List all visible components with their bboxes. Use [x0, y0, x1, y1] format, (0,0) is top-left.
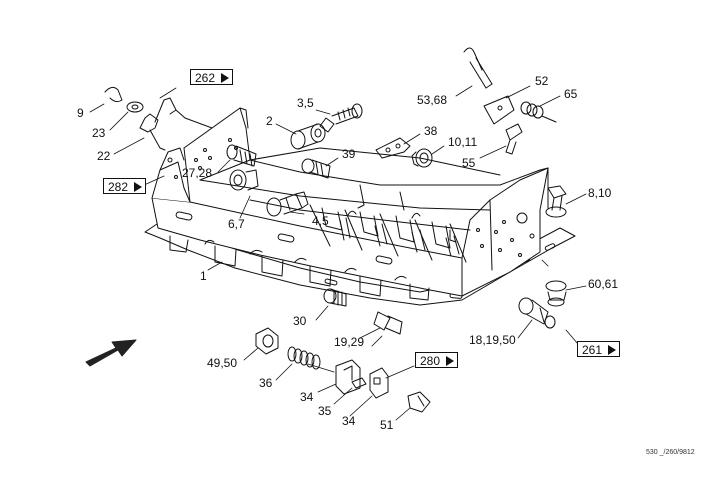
main-frame: [144, 107, 576, 306]
part-6-7-nut: [229, 169, 259, 191]
page-ref-262[interactable]: 262: [190, 69, 233, 85]
part-35-insert: [351, 377, 367, 389]
page-ref-280[interactable]: 280: [415, 352, 458, 368]
direction-arrow: [85, 339, 137, 367]
label-39: 39: [342, 147, 356, 161]
part-65-spring: [520, 101, 557, 123]
label-53-68: 53,68: [417, 93, 448, 107]
label-34-right: 34: [342, 414, 356, 428]
label-55: 55: [462, 156, 476, 170]
page-ref-282[interactable]: 282: [103, 178, 146, 194]
label-23: 23: [92, 126, 106, 140]
label-6-7: 6,7: [228, 217, 245, 231]
part-55-clip: [505, 123, 523, 155]
part-27-28-fitting: [226, 144, 257, 167]
ref-arrow-icon: [608, 345, 616, 355]
drawing-code: 530 _/260/9812: [646, 449, 695, 456]
ref-arrow-icon: [134, 182, 142, 192]
label-1: 1: [200, 269, 207, 283]
leader-lines: [89, 85, 587, 421]
ref-arrow-icon: [221, 73, 229, 83]
label-22: 22: [97, 149, 111, 163]
label-52: 52: [535, 74, 549, 88]
label-30: 30: [293, 314, 307, 328]
label-65: 65: [564, 87, 578, 101]
label-18-19-50: 18,19,50: [469, 333, 516, 347]
label-38: 38: [424, 124, 438, 138]
label-27-28: 27,28: [182, 166, 213, 180]
part-2-bushing: [290, 123, 326, 150]
label-2: 2: [266, 114, 273, 128]
ref-arrow-icon: [446, 356, 454, 366]
part-19-29-bolt: [373, 311, 403, 335]
part-3-5-bolt: [319, 103, 363, 133]
label-8-10: 8,10: [588, 186, 612, 200]
label-4-5: 4,5: [312, 214, 329, 228]
label-36: 36: [259, 376, 273, 390]
page-ref-261[interactable]: 261: [577, 341, 620, 357]
label-19-29: 19,29: [334, 335, 365, 349]
label-60-61: 60,61: [588, 277, 619, 291]
label-10-11: 10,11: [448, 135, 478, 149]
part-38-bracket: [375, 137, 411, 159]
part-52-bracket: [483, 95, 515, 125]
label-51: 51: [380, 418, 394, 432]
part-lever-assembly: [104, 86, 213, 151]
label-3-5: 3,5: [297, 96, 314, 110]
part-4-5-bolt: [266, 191, 309, 217]
part-8-10-bolt: [545, 185, 567, 218]
part-39-fitting: [301, 158, 331, 179]
part-34-block-left: [335, 359, 361, 395]
part-49-50-nut: [255, 327, 279, 355]
label-34-left: 34: [300, 390, 314, 404]
part-30-stud: [323, 288, 347, 307]
part-10-11-nut: [411, 148, 433, 168]
label-35: 35: [318, 404, 332, 418]
part-18-19-50-bolt: [518, 297, 556, 329]
part-36-spring: [287, 346, 321, 370]
part-34-block-right: [369, 367, 389, 399]
part-53-68-pin: [463, 47, 493, 89]
label-9: 9: [77, 106, 84, 120]
label-49-50: 49,50: [207, 356, 238, 370]
part-51-bolt: [407, 391, 431, 413]
part-60-61-nut: [545, 280, 567, 307]
